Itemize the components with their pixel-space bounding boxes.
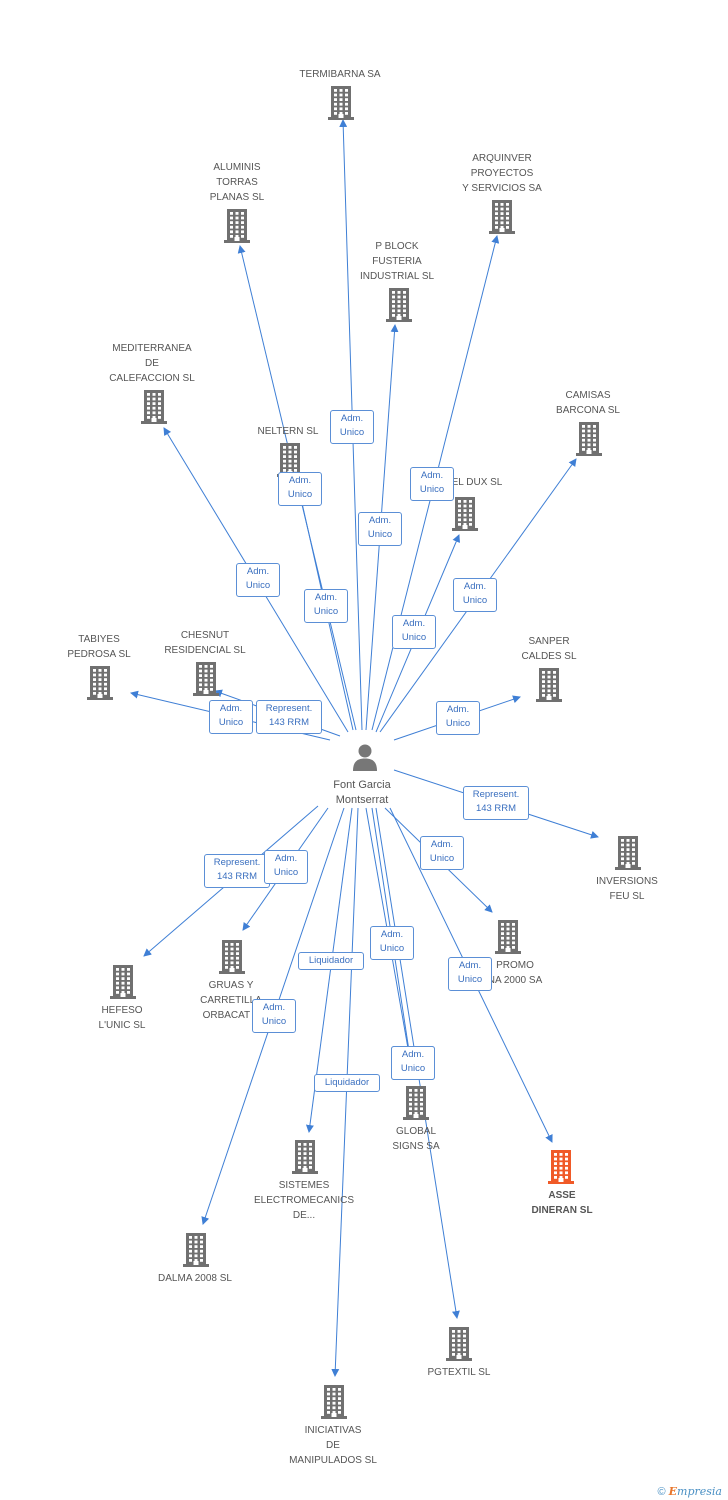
relation-label-promo[interactable]: Adm. Unico: [420, 836, 464, 870]
building-icon[interactable]: [576, 422, 602, 461]
building-icon[interactable]: [403, 1086, 429, 1125]
company-label-dalma[interactable]: DALMA 2008 SL: [158, 1273, 232, 1284]
company-label-eldux[interactable]: EL DUX SL: [451, 477, 503, 488]
relation-label-pblock[interactable]: Adm. Unico: [358, 512, 402, 546]
copyright-symbol: ©: [657, 1486, 666, 1498]
relation-label-camisas[interactable]: Adm. Unico: [453, 578, 497, 612]
building-icon[interactable]: [141, 390, 167, 429]
company-label-global[interactable]: GLOBAL SIGNS SA: [392, 1126, 440, 1152]
building-icon[interactable]: [328, 86, 354, 125]
relation-label-iniciativas[interactable]: Liquidador: [314, 1074, 380, 1092]
relation-label-eldux[interactable]: Adm. Unico: [392, 615, 436, 649]
building-icon[interactable]: [110, 965, 136, 1004]
relation-label-mediterranea[interactable]: Adm. Unico: [236, 563, 280, 597]
relation-label-chesnut[interactable]: Represent. 143 RRM: [256, 700, 322, 734]
relation-label-sanper[interactable]: Adm. Unico: [436, 701, 480, 735]
relation-label-hefeso[interactable]: Represent. 143 RRM: [204, 854, 270, 888]
company-label-sanper[interactable]: SANPER CALDES SL: [521, 636, 577, 662]
relation-label-tabiyes[interactable]: Adm. Unico: [209, 700, 253, 734]
building-icon[interactable]: [292, 1140, 318, 1179]
relation-label-inversions[interactable]: Represent. 143 RRM: [463, 786, 529, 820]
relation-label-sistemes[interactable]: Liquidador: [298, 952, 364, 970]
company-label-chesnut[interactable]: CHESNUT RESIDENCIAL SL: [164, 630, 246, 656]
center-person-name[interactable]: Font Garcia Montserrat: [333, 779, 391, 806]
building-icon[interactable]: [193, 662, 219, 701]
building-icon[interactable]: [386, 288, 412, 327]
relation-edge-iniciativas: [331, 807, 359, 1377]
footer-brand: © Empresia: [657, 1485, 722, 1498]
building-icon[interactable]: [224, 209, 250, 248]
brand-name: mpresia: [677, 1485, 722, 1498]
relation-label-global[interactable]: Adm. Unico: [370, 926, 414, 960]
company-label-mediterranea[interactable]: MEDITERRANEA DE CALEFACCION SL: [109, 343, 195, 384]
person-icon[interactable]: [350, 742, 380, 777]
company-label-pgtextil[interactable]: PGTEXTIL SL: [427, 1367, 491, 1378]
company-label-promo[interactable]: PROMO NA 2000 SA: [487, 960, 543, 986]
company-label-neltern[interactable]: NELTERN SL: [257, 426, 319, 437]
building-icon[interactable]: [183, 1233, 209, 1272]
building-icon[interactable]: [615, 836, 641, 875]
company-label-tabiyes[interactable]: TABIYES PEDROSA SL: [67, 634, 131, 660]
relation-label-asse[interactable]: Adm. Unico: [448, 957, 492, 991]
building-icon[interactable]: [219, 940, 245, 979]
relation-label-global[interactable]: Adm. Unico: [391, 1046, 435, 1080]
relation-label-neltern[interactable]: Adm. Unico: [304, 589, 348, 623]
building-icon[interactable]: [489, 200, 515, 239]
company-label-arquinver[interactable]: ARQUINVER PROYECTOS Y SERVICIOS SA: [462, 153, 542, 194]
building-icon[interactable]: [548, 1150, 574, 1189]
company-label-camisas[interactable]: CAMISAS BARCONA SL: [556, 390, 620, 416]
building-icon[interactable]: [452, 497, 478, 536]
relation-label-dalma[interactable]: Adm. Unico: [252, 999, 296, 1033]
building-icon[interactable]: [495, 920, 521, 959]
company-label-asse[interactable]: ASSE DINERAN SL: [531, 1190, 593, 1216]
building-icon[interactable]: [536, 668, 562, 707]
company-label-iniciativas[interactable]: INICIATIVAS DE MANIPULADOS SL: [289, 1425, 377, 1466]
relation-label-gruas[interactable]: Adm. Unico: [264, 850, 308, 884]
relation-label-aluminis[interactable]: Adm. Unico: [278, 472, 322, 506]
company-label-pblock[interactable]: P BLOCK FUSTERIA INDUSTRIAL SL: [359, 241, 435, 282]
building-icon[interactable]: [446, 1327, 472, 1366]
relation-label-arquinver[interactable]: Adm. Unico: [410, 467, 454, 501]
company-label-inversions[interactable]: INVERSIONS FEU SL: [596, 876, 658, 902]
company-label-termibarna[interactable]: TERMIBARNA SA: [299, 69, 381, 80]
company-label-sistemes[interactable]: SISTEMES ELECTROMECANICS DE...: [253, 1180, 354, 1221]
company-label-aluminis[interactable]: ALUMINIS TORRAS PLANAS SL: [209, 162, 265, 203]
relation-label-termibarna[interactable]: Adm. Unico: [330, 410, 374, 444]
building-icon[interactable]: [87, 666, 113, 705]
brand-logo-letter: E: [668, 1485, 678, 1498]
building-icon[interactable]: [321, 1385, 347, 1424]
company-label-hefeso[interactable]: HEFESO L'UNIC SL: [98, 1005, 146, 1031]
